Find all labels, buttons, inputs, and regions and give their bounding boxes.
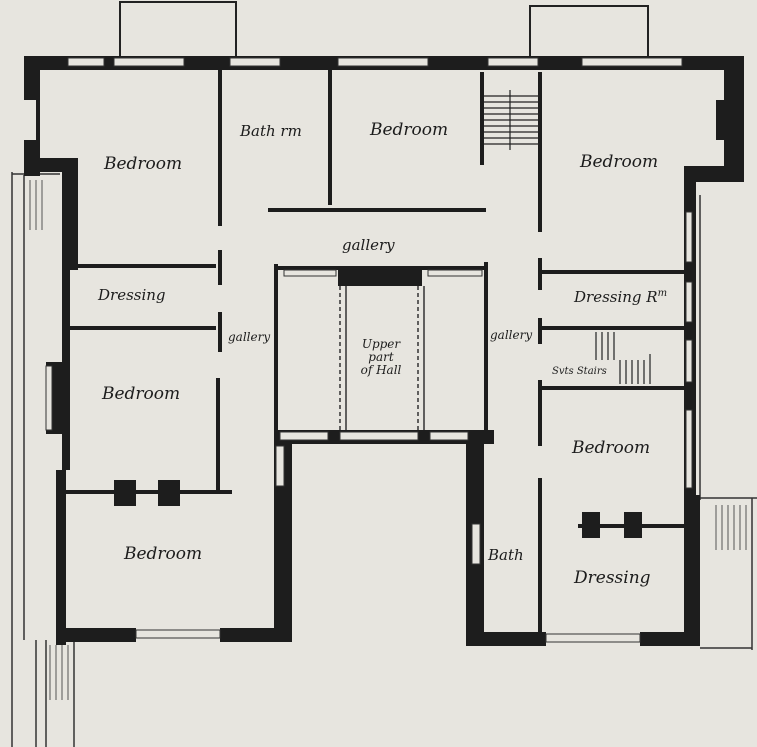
hall-label-line-1: Upper [361,337,401,351]
upper-hall-label: Upper part of Hall [346,338,416,377]
north-projections [119,1,649,62]
gallery-west-label: gallery [228,330,271,344]
hatching [29,180,747,700]
servants-stairs-label: Svts Stairs [552,366,607,377]
bedroom-north-label: Bedroom [370,120,449,140]
servants-stair [595,332,651,384]
bathroom-label: Bath rm [240,122,302,140]
gallery-east-label: gallery [490,328,533,342]
hall-label-line-2: part [368,350,394,364]
dressing-east-label: Dressing Rm [574,288,668,306]
hall-void [283,268,483,430]
adjacent-walls [11,172,757,747]
bedroom-nw-label: Bedroom [104,154,183,174]
bedroom-sw-label: Bedroom [124,544,203,564]
bath-se-label: Bath [488,546,524,564]
main-stair [484,90,540,150]
bedroom-east-label: Bedroom [572,438,651,458]
hall-label-line-3: of Hall [360,363,402,377]
windows [45,57,693,643]
dressing-se-label: Dressing [574,568,651,588]
bedroom-west-label: Bedroom [102,384,181,404]
dressing-west-label: Dressing [98,286,166,304]
bedroom-ne-label: Bedroom [580,152,659,172]
gallery-north-label: gallery [342,236,395,254]
chimney-breasts [114,480,642,538]
